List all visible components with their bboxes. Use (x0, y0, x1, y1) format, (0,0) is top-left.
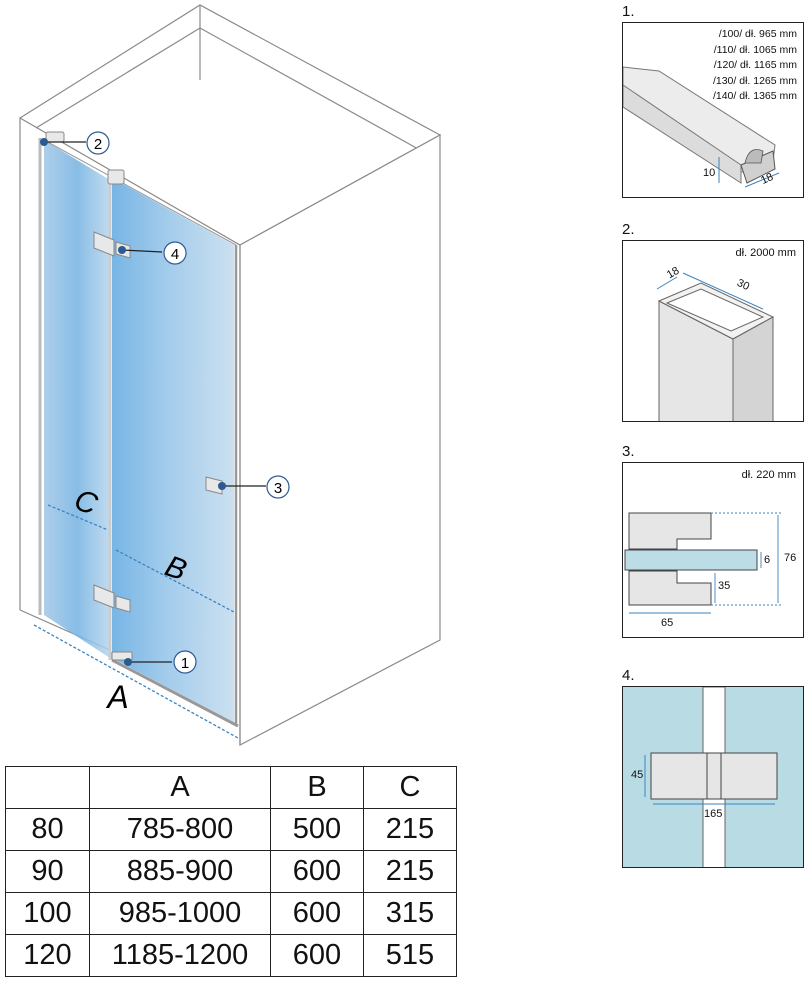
table-cell: 120 (5, 934, 90, 977)
handle-3-length: dł. 220 mm (741, 469, 796, 481)
table-row: 90 885-900 600 215 (5, 850, 457, 893)
table-row: 120 1185-1200 600 515 (5, 934, 457, 977)
callout-3 (266, 475, 290, 499)
callout-3-label: 3 (274, 480, 282, 497)
detail-2-panel: dł. 2000 mm 18 30 (622, 240, 804, 422)
callout-1-label: 1 (181, 655, 189, 672)
handle-3-dim-35: 35 (718, 580, 731, 592)
length-option: /140/ dł. 1365 mm (712, 90, 797, 102)
bathroom-walls (18, 4, 442, 746)
swing-glass-panel (112, 178, 234, 722)
profile-1-length-list: /100/ dł. 965 mm /110/ dł. 1065 mm /120/… (713, 27, 797, 105)
table-header-cell (5, 766, 90, 809)
table-row: 80 785-800 500 215 (5, 808, 457, 851)
length-option: /120/ dł. 1165 mm (713, 59, 797, 71)
table-cell: 600 (270, 850, 364, 893)
table-cell: 80 (5, 808, 90, 851)
table-cell: 315 (363, 892, 457, 935)
callout-2 (86, 131, 110, 155)
detail-4-panel: 45 165 (622, 686, 804, 868)
dimension-lines (33, 504, 239, 739)
profile-2-drawing (656, 272, 775, 421)
handle-3-dim-76: 76 (784, 552, 797, 564)
handle-3-drawing (624, 512, 783, 614)
handle-3-dim-65: 65 (661, 617, 674, 629)
door-hardware (45, 131, 223, 661)
detail-3-number: 3. (622, 443, 635, 460)
handle-3-dim-6: 6 (764, 554, 771, 566)
table-cell: 1185-1200 (89, 934, 271, 977)
table-cell: 100 (5, 892, 90, 935)
profile-1-drawing (623, 66, 780, 188)
table-cell: 785-800 (89, 808, 271, 851)
table-cell: 90 (5, 850, 90, 893)
table-cell: 215 (363, 850, 457, 893)
length-option: /130/ dł. 1265 mm (712, 74, 797, 87)
detail-1-panel: /100/ dł. 965 mm /110/ dł. 1065 mm /120/… (622, 22, 804, 198)
detail-1-number: 1. (622, 3, 635, 20)
hinge-4-dim-165: 165 (704, 808, 723, 820)
table-cell: 885-900 (89, 850, 271, 893)
profile-1-dim-10: 10 (703, 167, 716, 179)
table-cell: 500 (270, 808, 364, 851)
table-cell: 600 (270, 892, 364, 935)
hinge-4-drawing (644, 687, 778, 867)
callout-4 (163, 241, 187, 265)
dimension-a-label: A (105, 679, 128, 715)
table-cell: 600 (270, 934, 364, 977)
shower-door-drawing: 2 4 3 1 C B A (18, 4, 442, 746)
table-row: 100 985-1000 600 315 (5, 892, 457, 935)
detail-2-number: 2. (622, 221, 635, 238)
table-cell: 215 (363, 808, 457, 851)
length-option: /110/ dł. 1065 mm (713, 43, 797, 56)
detail-3-panel: dł. 220 mm 6 76 35 65 (622, 462, 804, 638)
profile-2-length: dł. 2000 mm (735, 247, 796, 259)
table-header-row: A B C (5, 766, 457, 809)
hinge-4-dim-45: 45 (631, 769, 644, 781)
length-option: /100/ dł. 965 mm (718, 28, 797, 40)
table-header-cell: C (363, 766, 457, 809)
size-table: A B C 80 785-800 500 215 90 885-900 600 … (5, 766, 457, 977)
table-header-cell: B (270, 766, 364, 809)
callout-1 (173, 650, 197, 674)
fixed-glass-panel (44, 140, 110, 658)
callout-2-label: 2 (94, 136, 102, 153)
table-cell: 515 (363, 934, 457, 977)
door-glass (38, 138, 239, 728)
detail-4-number: 4. (622, 667, 635, 684)
table-header-cell: A (89, 766, 271, 809)
table-cell: 985-1000 (89, 892, 271, 935)
callout-4-label: 4 (171, 246, 179, 263)
